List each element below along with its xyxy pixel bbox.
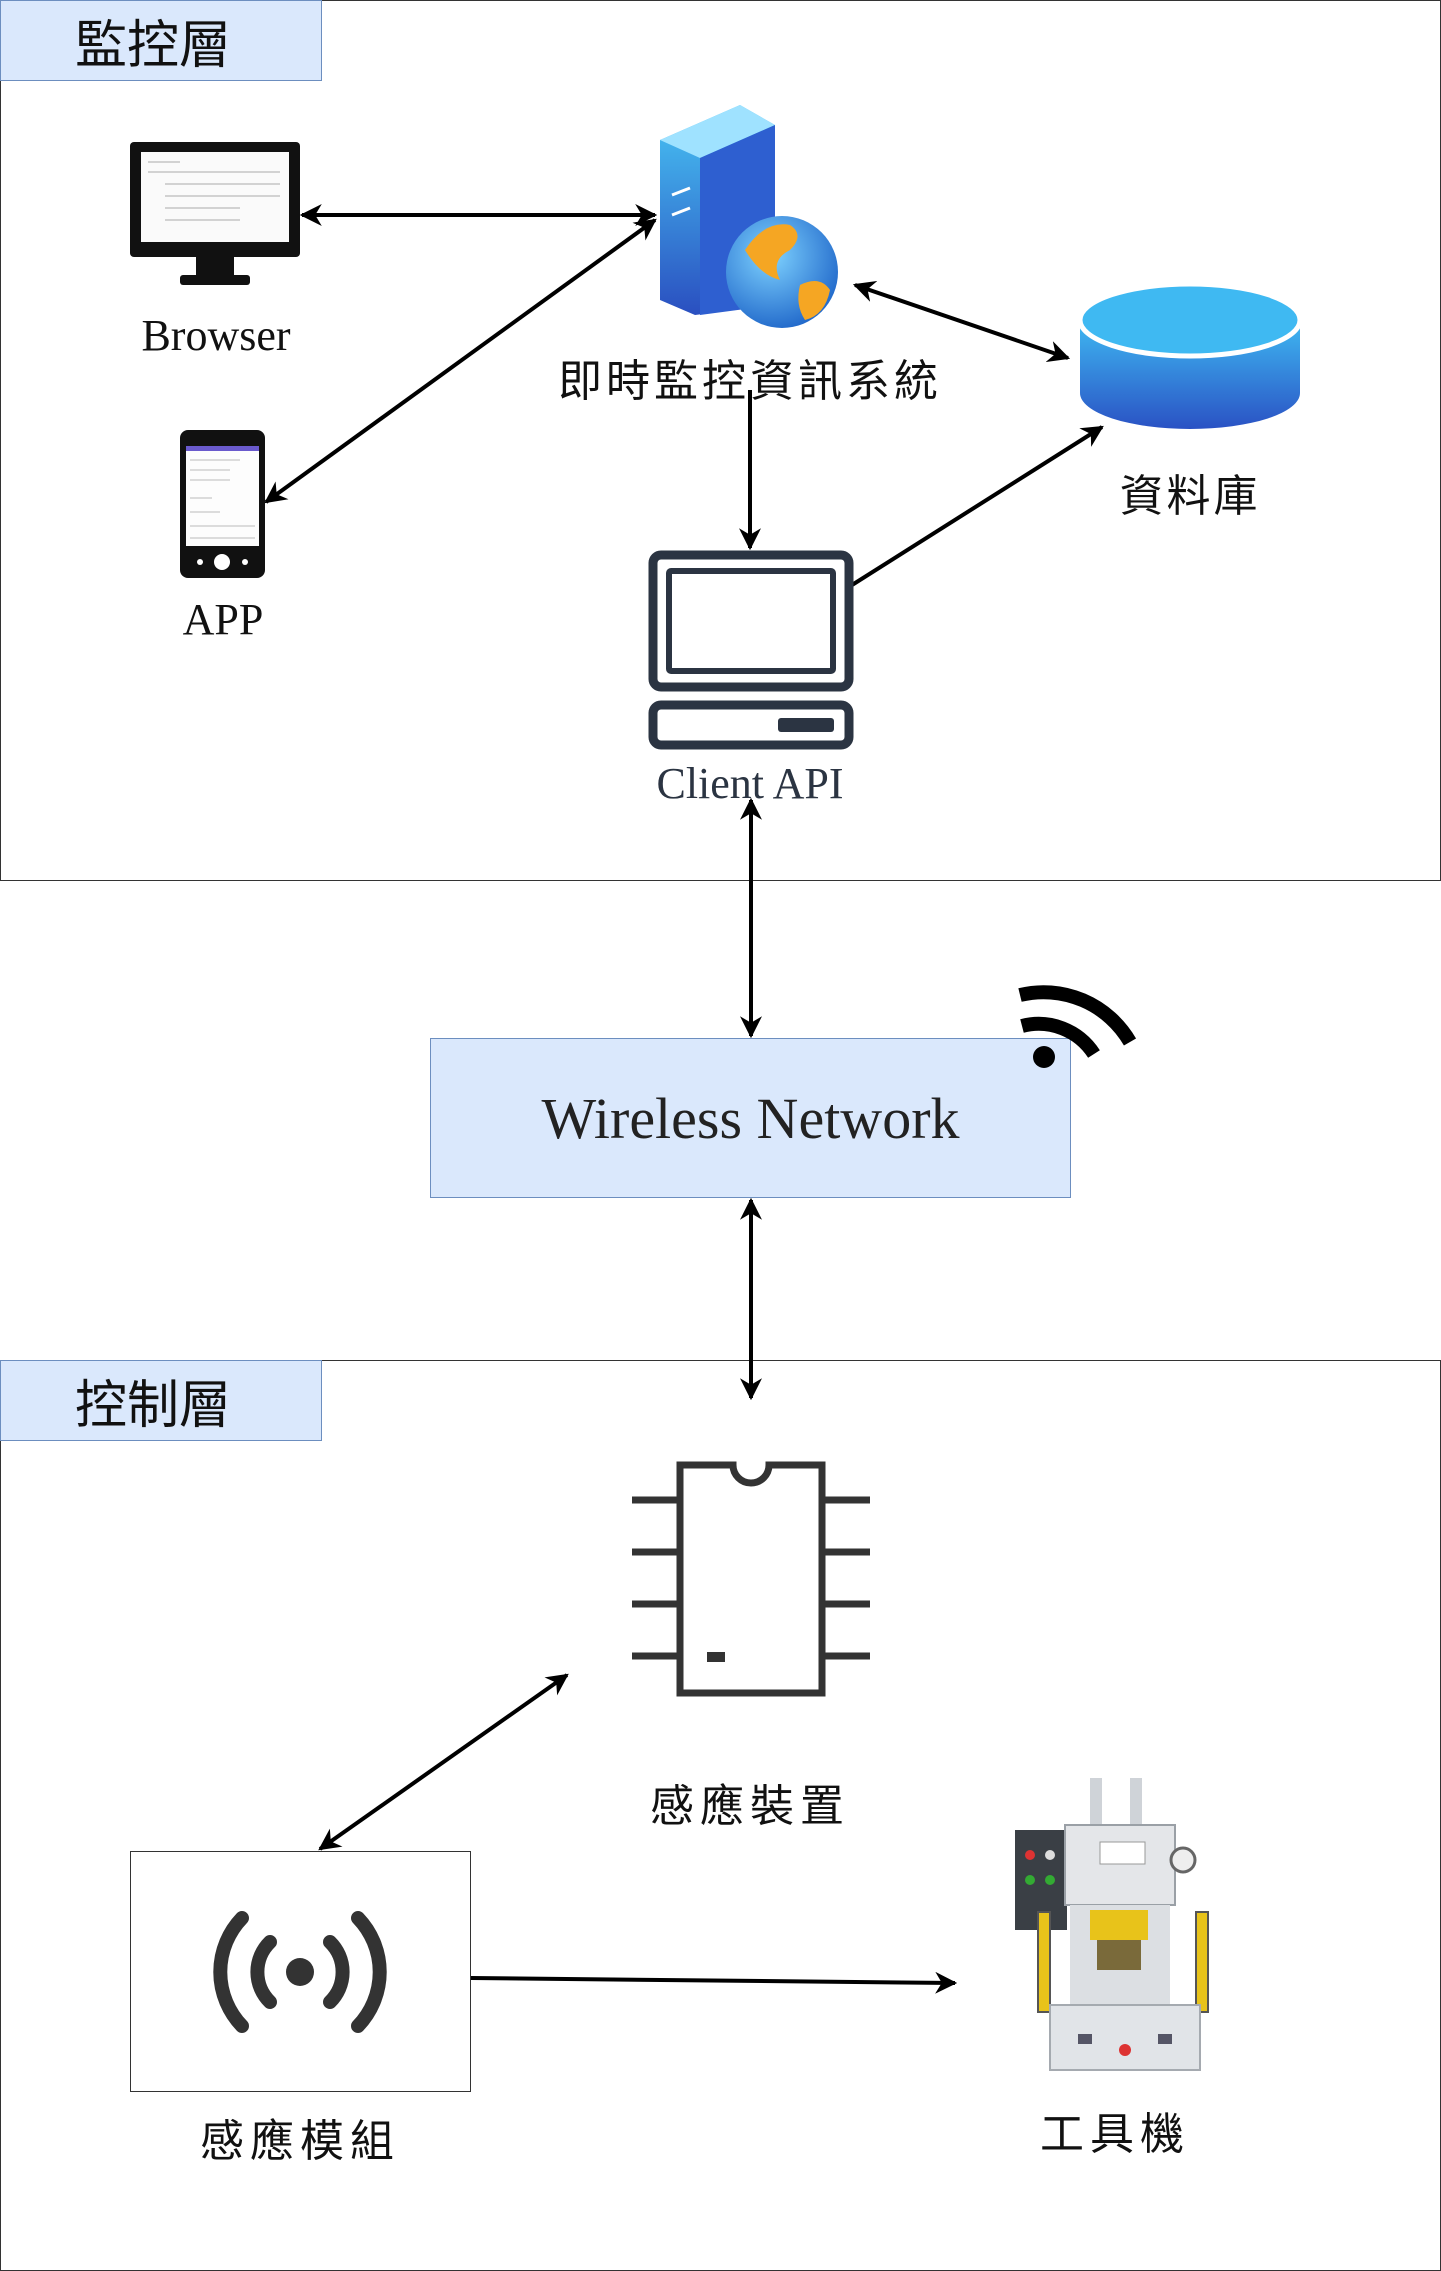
edge-app-server: [264, 218, 657, 504]
database-label: 資料庫: [1119, 471, 1261, 522]
edges: [264, 204, 1104, 1994]
laptop-slot: [778, 718, 834, 732]
control-layer-title: 控制層: [0, 1360, 322, 1441]
sensor-module-label: 感應模組: [200, 2116, 400, 2167]
database-cylinder-icon: [1077, 281, 1303, 429]
client-api-label: Client API: [656, 759, 844, 808]
server-label: 即時監控資訊系統: [558, 356, 942, 407]
monitor-layer-title: 監控層: [0, 0, 322, 81]
broadcast-icon: [213, 1911, 387, 2033]
edge-client-database: [850, 425, 1104, 587]
web-server-globe-icon: [660, 105, 838, 328]
press-machine-icon: [1015, 1778, 1209, 2071]
edge-server-database: [852, 281, 1071, 362]
edge-sensor-machine: [470, 1971, 958, 1994]
browser-label: Browser: [141, 311, 291, 360]
edge-sensor-device: [318, 1673, 569, 1851]
smartphone-icon: [180, 430, 265, 578]
control-layer: [0, 1360, 1441, 2271]
wireless-network-box: Wireless Network: [430, 1038, 1071, 1198]
wireless-network-label: Wireless Network: [541, 1085, 960, 1151]
app-label: APP: [182, 595, 264, 644]
laptop-icon: [648, 550, 854, 750]
monitor-icon: [130, 142, 300, 285]
chip-icon: [632, 1461, 870, 1697]
wifi-icon: [1018, 985, 1137, 1068]
machine-tool-label: 工具機: [1040, 2109, 1190, 2160]
sensor-device-label: 感應裝置: [650, 1781, 850, 1832]
chip-pin-mark: [707, 1652, 725, 1662]
